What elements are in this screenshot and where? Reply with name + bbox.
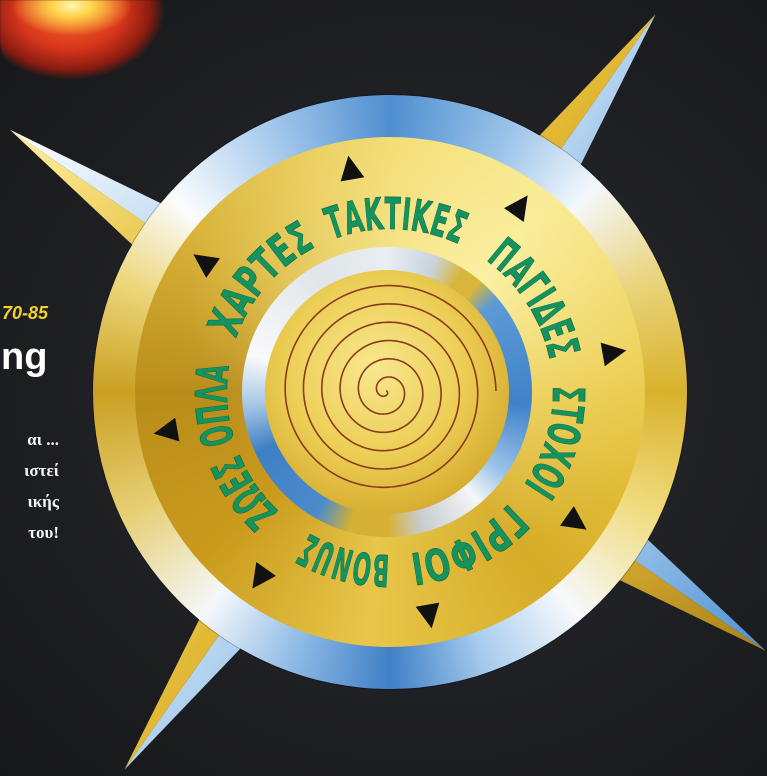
triangle-marker-icon — [504, 195, 528, 222]
triangle-marker-icon — [560, 506, 587, 530]
ring-word-tactics-label: ΤΑΚΤΙΚΕΣ — [319, 189, 475, 255]
ring-word-puzzles: ΓΡΙΦΟΙ — [408, 495, 537, 593]
body-line: ιστεί — [24, 461, 59, 480]
triangle-marker-icon — [340, 155, 365, 182]
ring-word-bonus-label: BONUΣ — [290, 523, 391, 595]
ring-markers — [153, 155, 627, 629]
ring-word-lives-label: ΖΩΕΣ — [202, 448, 287, 539]
triangle-marker-icon — [153, 417, 180, 442]
ring-word-maps-label: ΧΑΡΤΕΣ — [198, 212, 321, 344]
ring-word-maps: ΧΑΡΤΕΣ — [199, 212, 322, 343]
body-line: αι ... — [27, 430, 59, 449]
ring-word-bonus: BONUΣ — [290, 524, 390, 596]
spiral-icon — [284, 284, 497, 489]
ring-word-objectives-label: ΣΤΟΧΟΙ — [514, 386, 593, 508]
triangle-marker-icon — [600, 342, 627, 367]
triangle-marker-icon — [193, 254, 220, 278]
body-text: αι ... ιστεί ικής του! — [0, 424, 59, 548]
page-range: 70-85 — [2, 303, 49, 323]
triangle-marker-icon — [252, 562, 276, 589]
ring-word-traps: ΠΑΓΙΔΕΣ — [479, 229, 589, 363]
triangle-marker-icon — [415, 602, 440, 629]
ring-word-weapons: ΟΠΛΑ — [187, 362, 245, 452]
ring-word-weapons-label: ΟΠΛΑ — [187, 361, 246, 452]
ring-word-lives: ΖΩΕΣ — [202, 449, 286, 540]
ring-word-traps-label: ΠΑΓΙΔΕΣ — [478, 229, 589, 364]
body-line: ικής — [27, 492, 59, 511]
ring-word-puzzles-label: ΓΡΙΦΟΙ — [408, 495, 538, 594]
heading-fragment: ng — [1, 336, 48, 378]
body-line: του! — [28, 523, 59, 542]
ring-word-tactics: ΤΑΚΤΙΚΕΣ — [319, 189, 474, 254]
ring-word-objectives: ΣΤΟΧΟΙ — [515, 386, 593, 507]
